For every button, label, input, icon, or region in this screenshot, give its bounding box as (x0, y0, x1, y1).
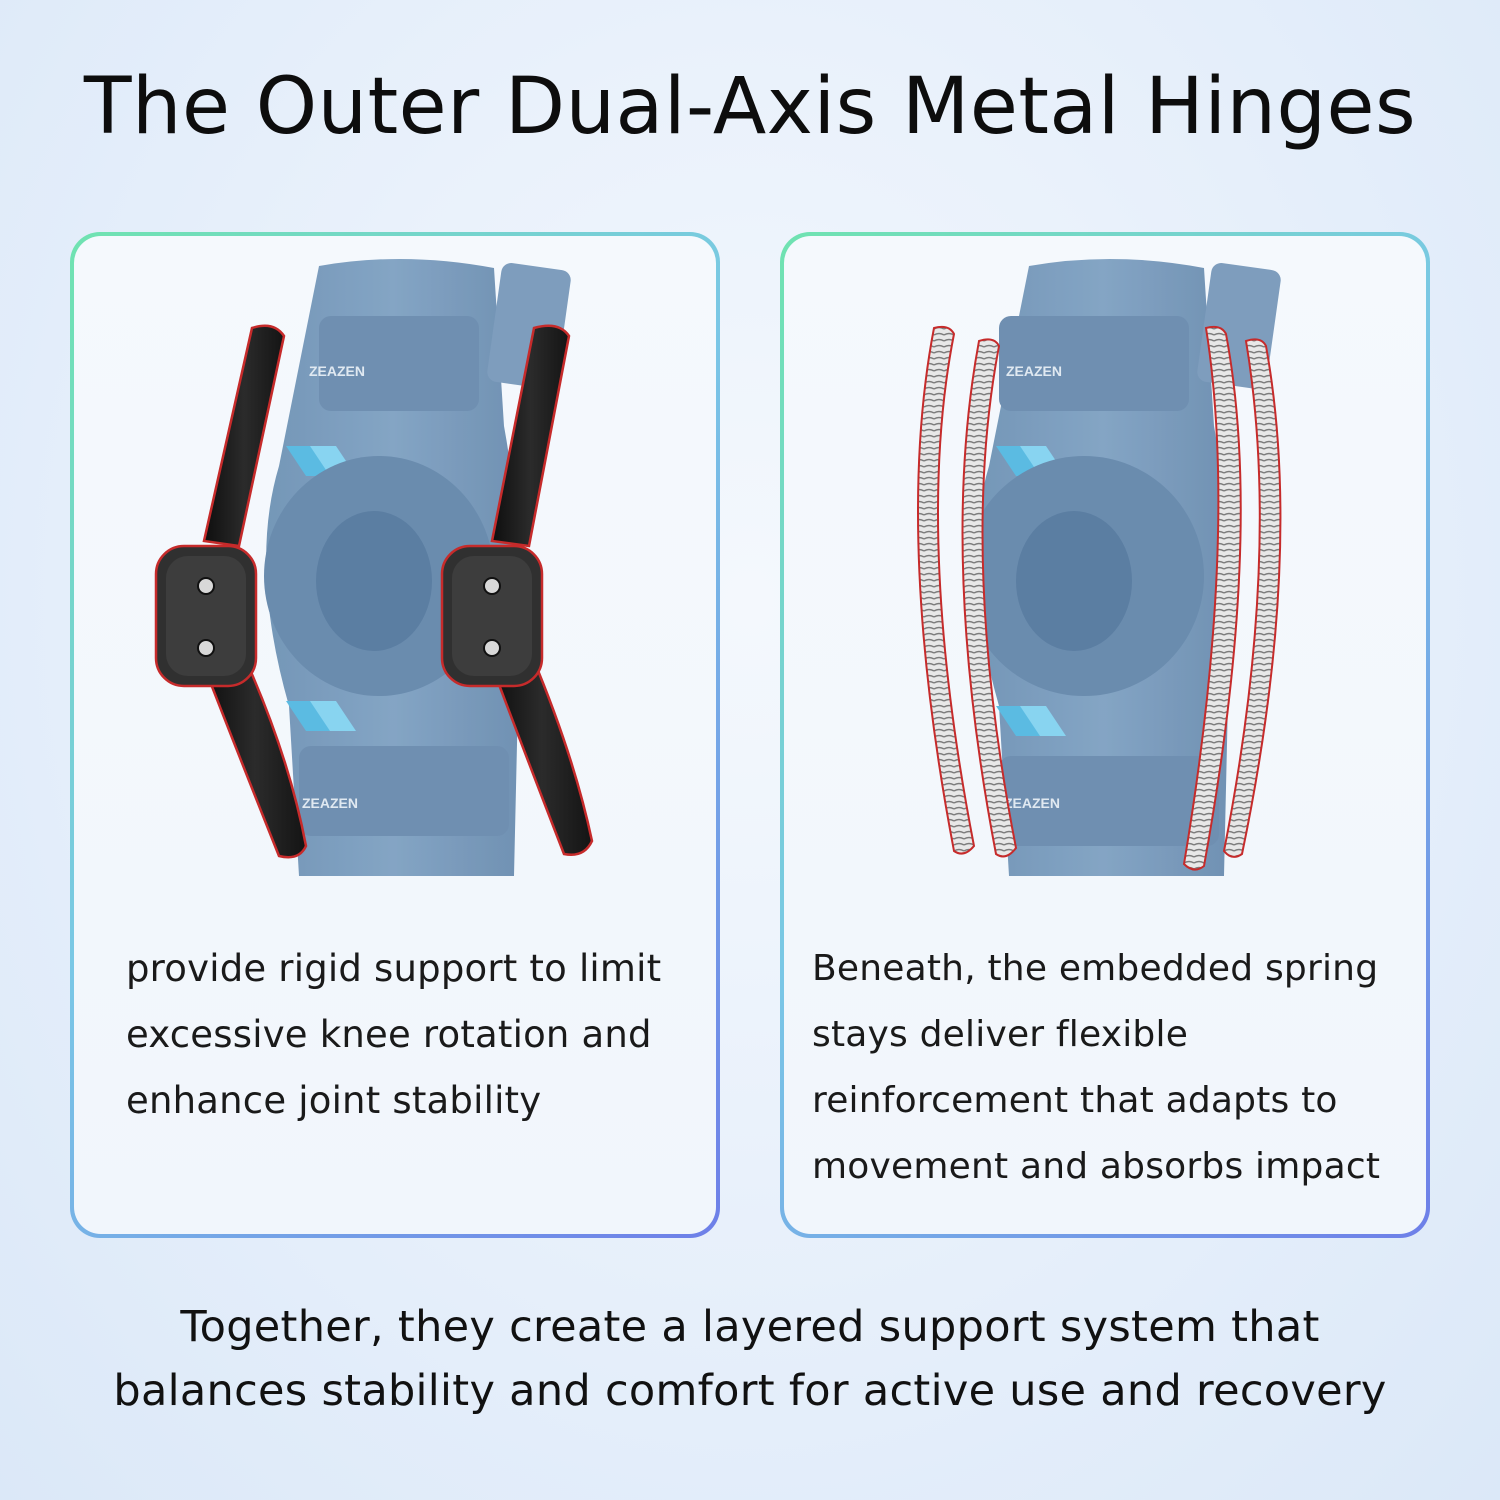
knee-sleeve: ZEAZEN ZEAZEN (964, 258, 1281, 876)
summary-line: Together, they create a layered support … (180, 1302, 1320, 1352)
summary-text: Together, they create a layered support … (0, 1295, 1500, 1423)
knee-sleeve: ZEAZEN ZEAZEN (264, 258, 571, 876)
page-title: The Outer Dual-Axis Metal Hinges (83, 62, 1417, 152)
description-line: stays deliver flexible (812, 1014, 1189, 1055)
description-line: movement and absorbs impact (812, 1146, 1381, 1187)
knee-brace-hinge-illustration: ZEAZEN ZEAZEN (154, 258, 594, 876)
brand-label-bottom: ZEAZEN (1004, 795, 1060, 811)
metal-hinge-right (440, 324, 594, 856)
metal-hinge-left (154, 324, 308, 859)
hinge-panel: ZEAZEN ZEAZEN (70, 232, 720, 1238)
brand-label-top: ZEAZEN (309, 363, 365, 379)
spring-stay-4 (1222, 338, 1282, 858)
description-line: Beneath, the embedded spring (812, 948, 1379, 989)
spring-stay-1 (917, 325, 976, 855)
description-line: reinforcement that adapts to (812, 1080, 1338, 1121)
spring-stay-2 (961, 338, 1018, 858)
hinge-description: provide rigid support to limit excessive… (126, 936, 661, 1134)
description-line: enhance joint stability (126, 1079, 542, 1122)
summary-line: balances stability and comfort for activ… (113, 1366, 1387, 1416)
spring-stay-3 (1182, 325, 1242, 871)
spring-stays (917, 325, 1282, 871)
spring-description: Beneath, the embedded spring stays deliv… (812, 936, 1380, 1200)
spring-panel: ZEAZEN ZEAZEN Beneath, the embedded spri… (780, 232, 1430, 1238)
brand-label-top: ZEAZEN (1006, 363, 1062, 379)
knee-brace-spring-illustration: ZEAZEN ZEAZEN (917, 258, 1282, 876)
description-line: excessive knee rotation and (126, 1013, 652, 1056)
brand-label-bottom: ZEAZEN (302, 795, 358, 811)
description-line: provide rigid support to limit (126, 947, 662, 990)
